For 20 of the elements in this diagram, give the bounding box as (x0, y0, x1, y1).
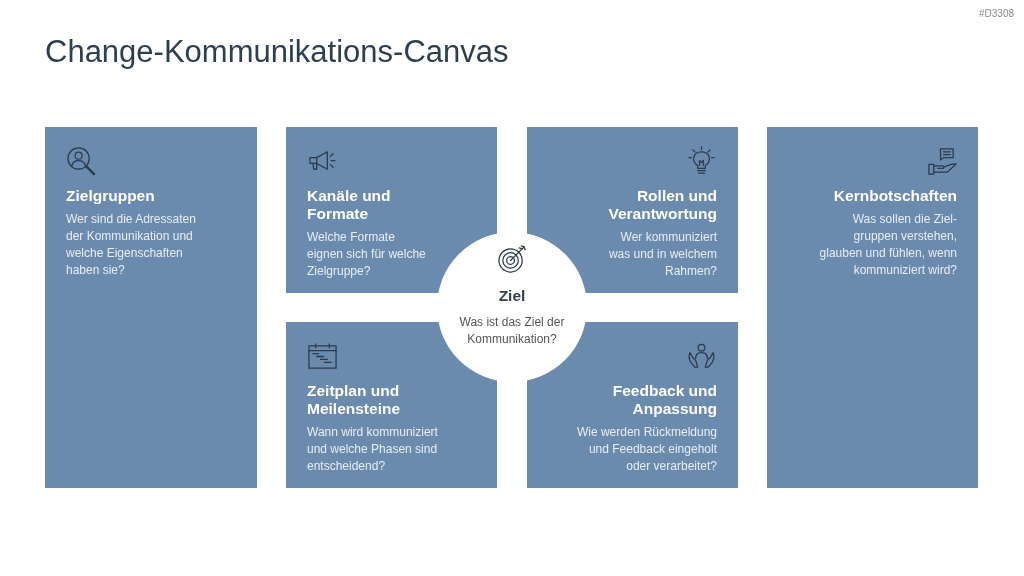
category-panel (45, 127, 257, 488)
panel-heading: Kanäle und Formate (307, 187, 392, 223)
panel-question: Wie werden Rückmeldung und Feedback eingeholt oder verarbeitet? (575, 424, 717, 475)
panel-question: Wer sind die Adressaten der Kommunikation und welche Eigenschaften haben sie? (66, 211, 197, 279)
panel-heading: Rollen und Verantwortung (607, 187, 717, 223)
panel-heading: Zielgruppen (66, 187, 156, 205)
panel-question: Was sollen die Ziel-gruppen verstehen, glauben und fühlen, wenn kommuniziert wird? (818, 211, 957, 279)
category-panel (286, 127, 497, 293)
slide-id: #D3308 (978, 8, 1014, 19)
goal-question: Was ist das Ziel der Kommunikation? (458, 314, 566, 348)
panel-question: Welche Formate eignen sich für welche Zielgruppe? (307, 229, 427, 280)
panel-heading: Zeitplan und Meilensteine (307, 382, 402, 418)
panel-heading: Feedback und Anpassung (611, 382, 717, 418)
page-title: Change-Kommunikations-Canvas (45, 34, 509, 70)
category-panel (527, 127, 738, 293)
panel-question: Wer kommuniziert was und in welchem Rahmen? (607, 229, 717, 280)
panel-question: Wann wird kommuniziert und welche Phasen sind entscheidend? (307, 424, 439, 475)
panel-heading: Kernbotschaften (832, 187, 957, 205)
goal-heading: Ziel (497, 287, 527, 305)
category-panel (767, 127, 978, 488)
